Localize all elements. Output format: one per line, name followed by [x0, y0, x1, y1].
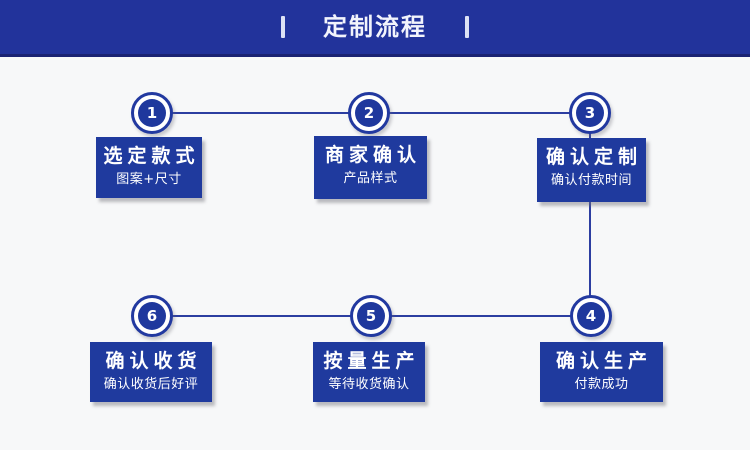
step-4-title: 确认生产	[555, 350, 652, 372]
step-6-number-badge: 6	[131, 295, 173, 337]
step-3-card: 确认定制 确认付款时间	[537, 138, 646, 202]
step-1-number: 1	[138, 99, 166, 127]
step-2-card: 商家确认 产品样式	[314, 136, 427, 199]
connector-line-step5-step6	[152, 315, 371, 317]
step-6-subtitle: 确认收货后好评	[103, 376, 199, 392]
step-5-card: 按量生产 等待收货确认	[313, 342, 425, 402]
step-3-title: 确认定制	[545, 146, 642, 168]
step-1-card: 选定款式 图案+尺寸	[96, 137, 202, 198]
step-2-title: 商家确认	[324, 144, 421, 166]
step-2-number: 2	[355, 99, 383, 127]
step-4-number: 4	[577, 302, 605, 330]
step-6-title: 确认收货	[105, 350, 202, 372]
connector-line-step1-step2	[152, 112, 369, 114]
page-title: 定制流程	[323, 13, 427, 41]
step-4-card: 确认生产 付款成功	[540, 342, 663, 402]
step-5-subtitle: 等待收货确认	[328, 376, 410, 392]
step-3-number-badge: 3	[569, 92, 611, 134]
step-5-number: 5	[357, 302, 385, 330]
step-3-number: 3	[576, 99, 604, 127]
connector-line-step4-step5	[371, 315, 591, 317]
step-5-number-badge: 5	[350, 295, 392, 337]
step-1-subtitle: 图案+尺寸	[116, 171, 182, 187]
header-divider-left	[281, 16, 285, 38]
connector-line-step2-step3	[369, 112, 590, 114]
header-bar: 定制流程	[0, 0, 750, 57]
step-6-number: 6	[138, 302, 166, 330]
step-4-number-badge: 4	[570, 295, 612, 337]
step-2-subtitle: 产品样式	[343, 170, 398, 186]
step-2-number-badge: 2	[348, 92, 390, 134]
step-4-subtitle: 付款成功	[574, 376, 629, 392]
connector-line-step3-step4	[589, 113, 591, 316]
step-6-card: 确认收货 确认收货后好评	[90, 342, 212, 402]
step-5-title: 按量生产	[323, 350, 420, 372]
header-divider-right	[465, 16, 469, 38]
step-1-number-badge: 1	[131, 92, 173, 134]
step-1-title: 选定款式	[103, 145, 200, 167]
step-3-subtitle: 确认付款时间	[550, 172, 632, 188]
